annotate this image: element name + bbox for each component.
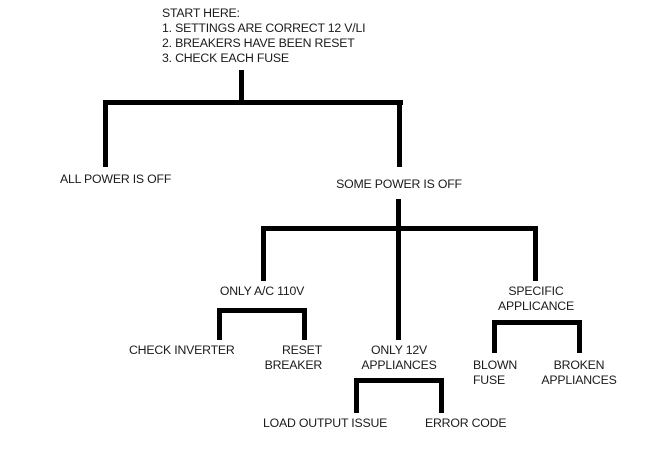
connector-ac110-bar [217, 308, 307, 313]
node-label: SOME POWER IS OFF [336, 177, 462, 191]
connector-to-broken-appliances [577, 320, 582, 353]
node-label-line-2: APPLIANCES [361, 358, 437, 372]
connector-root-bar [103, 100, 403, 105]
node-label-line-2: APPLIANCES [541, 373, 617, 387]
connector-to-blown-fuse [492, 320, 497, 353]
connector-specific-bar [492, 320, 582, 325]
node-only-ac-110v: ONLY A/C 110V [220, 284, 304, 299]
node-label-line-1: BROKEN [553, 358, 605, 372]
node-some-power-off: SOME POWER IS OFF [336, 177, 462, 192]
node-error-code: ERROR CODE [425, 416, 507, 431]
node-label-line-2: FUSE [473, 373, 505, 387]
connector-to-reset-breaker [302, 308, 307, 340]
root-step-3: 3. CHECK EACH FUSE [162, 51, 289, 65]
node-label-line-1: SPECIFIC [508, 284, 564, 298]
node-only-12v-appliances: ONLY 12V APPLIANCES [361, 343, 436, 373]
connector-some-power-off-stem [396, 199, 401, 340]
node-label: ALL POWER IS OFF [60, 172, 172, 186]
node-blown-fuse: BLOWN FUSE [473, 358, 517, 388]
node-broken-appliances: BROKEN APPLIANCES [541, 358, 616, 388]
node-label-line-1: ONLY 12V [370, 343, 428, 357]
connector-12v-bar [354, 378, 444, 383]
node-reset-breaker: RESET BREAKER [264, 343, 323, 373]
connector-to-specific-appliance [533, 226, 538, 281]
node-label-line-1: BLOWN [473, 358, 518, 372]
connector-to-all-power-off [103, 100, 108, 167]
node-label: LOAD OUTPUT ISSUE [263, 416, 388, 430]
node-check-inverter: CHECK INVERTER [129, 343, 235, 358]
connector-root-stem [239, 70, 244, 105]
connector-to-load-output-issue [354, 378, 359, 413]
connector-to-error-code [439, 378, 444, 413]
node-label: ONLY A/C 110V [219, 284, 305, 298]
node-label-line-2: BREAKER [264, 358, 323, 372]
node-label: CHECK INVERTER [129, 343, 235, 357]
node-label: ERROR CODE [425, 416, 507, 430]
root-heading: START HERE: [162, 6, 240, 20]
connector-some-power-off-bar [261, 226, 538, 231]
root-instructions: START HERE: 1. SETTINGS ARE CORRECT 12 V… [162, 6, 366, 66]
node-all-power-off: ALL POWER IS OFF [60, 172, 171, 187]
node-load-output-issue: LOAD OUTPUT ISSUE [263, 416, 387, 431]
node-specific-appliance: SPECIFIC APPLICANCE [498, 284, 574, 314]
node-label-line-1: RESET [282, 343, 322, 357]
node-label-line-2: APPLICANCE [498, 299, 574, 313]
connector-to-check-inverter [217, 308, 222, 340]
root-step-2: 2. BREAKERS HAVE BEEN RESET [162, 36, 355, 50]
connector-to-some-power-off [397, 100, 402, 167]
root-step-1: 1. SETTINGS ARE CORRECT 12 V/LI [162, 21, 366, 35]
connector-to-only-ac-110v [261, 226, 266, 281]
